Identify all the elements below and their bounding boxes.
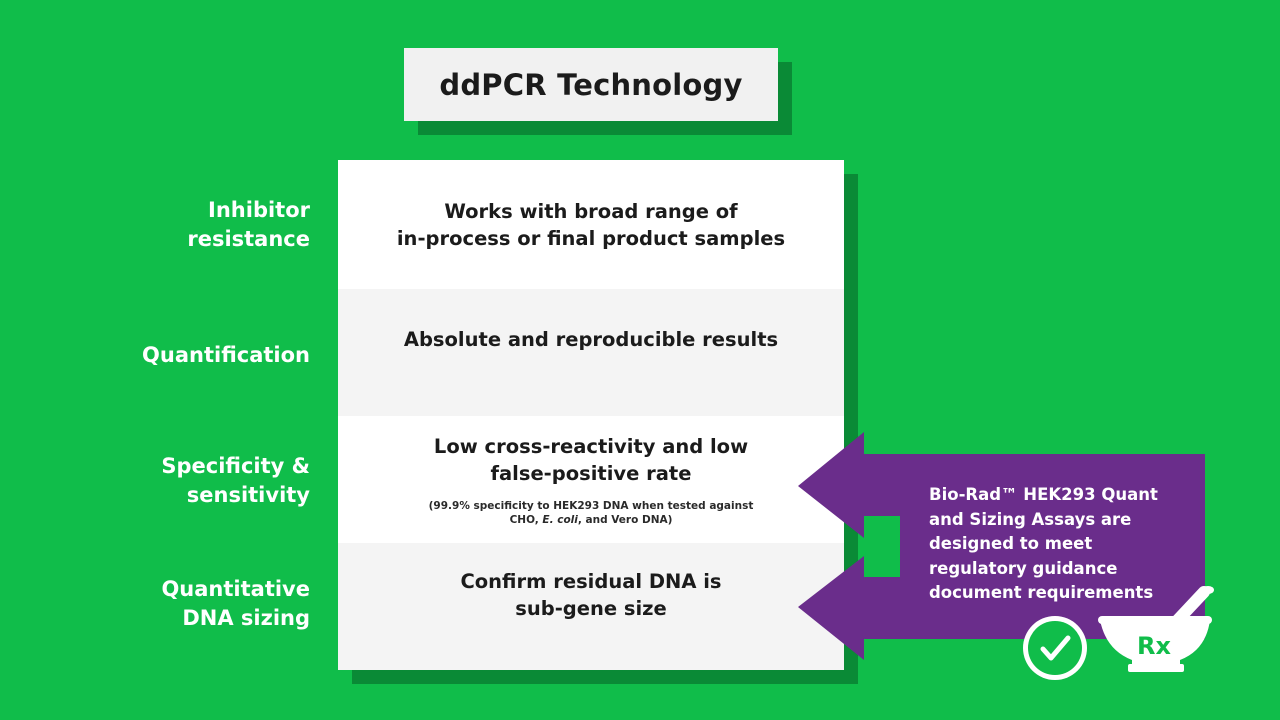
page-title: ddPCR Technology	[439, 67, 743, 102]
row-label-sizing: Quantitative DNA sizing	[161, 577, 310, 630]
footnote-italic: E. coli	[542, 513, 578, 526]
title-box: ddPCR Technology	[404, 48, 778, 121]
mortar-pestle-rx-icon: Rx	[1098, 586, 1214, 672]
table-row-quantification: Absolute and reproducible results	[338, 289, 844, 416]
table-row-inhibitor: Works with broad range of in-process or …	[338, 160, 844, 289]
comparison-table: Works with broad range of in-process or …	[338, 160, 844, 670]
row-text: Absolute and reproducible results	[403, 328, 779, 351]
footnote-line-1: (99.9% specificity to HEK293 DNA when te…	[428, 499, 754, 512]
checkmark-icon	[1023, 616, 1087, 680]
row-text: Works with broad range of in-process or …	[396, 199, 786, 250]
row-label-specificity: Specificity & sensitivity	[161, 454, 310, 507]
footnote-line-2b: , and Vero DNA)	[577, 513, 673, 526]
table-row-specificity: Low cross-reactivity and low false-posit…	[338, 416, 844, 543]
row-text: Low cross-reactivity and low false-posit…	[433, 434, 749, 485]
row-text: Confirm residual DNA is sub-gene size	[460, 569, 722, 620]
callout-arrows-shape	[798, 432, 1205, 660]
row-label-inhibitor: Inhibitor resistance	[187, 198, 310, 251]
rx-symbol: Rx	[1137, 632, 1171, 660]
row-footnote: (99.9% specificity to HEK293 DNA when te…	[429, 499, 754, 527]
callout-text: Bio-Rad™ HEK293 Quant and Sizing Assays …	[929, 485, 1158, 603]
row-label-quantification: Quantification	[142, 343, 310, 367]
footnote-line-2a: CHO,	[509, 513, 543, 526]
table-row-sizing: Confirm residual DNA is sub-gene size	[338, 543, 844, 670]
